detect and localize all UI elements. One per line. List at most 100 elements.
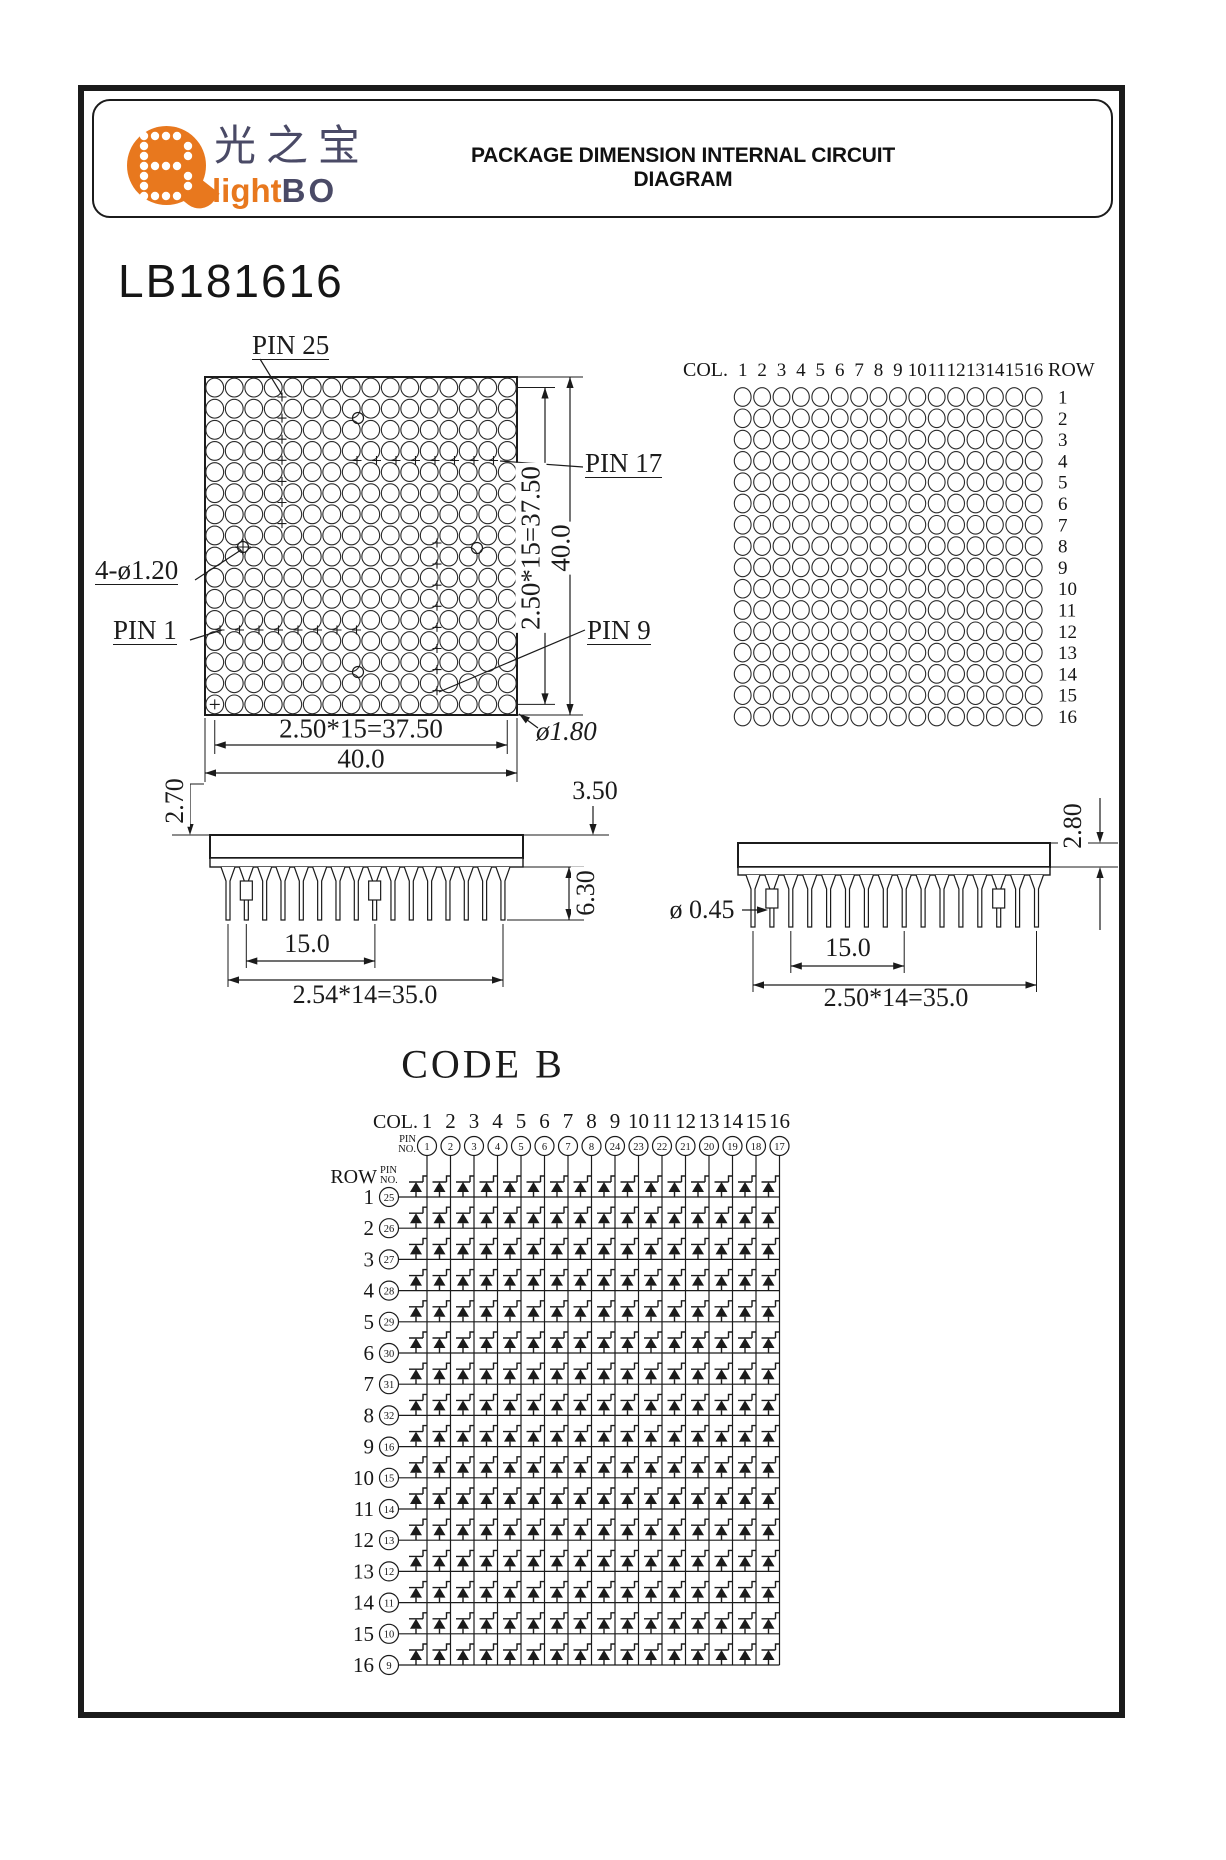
led-symbol: [619, 1580, 640, 1604]
matrix-dot: [439, 631, 459, 651]
matrix-dot: [439, 525, 459, 546]
pattern-dot: [888, 685, 907, 706]
led-symbol: [760, 1268, 781, 1292]
led-symbol: [549, 1206, 569, 1229]
pattern-dot: [947, 642, 966, 663]
anchor-pin-collar: [992, 888, 1006, 909]
led-symbol: [596, 1424, 616, 1448]
pattern-dot: [869, 536, 888, 556]
matrix-dot: [361, 631, 381, 651]
pattern-dot: [791, 387, 810, 407]
led-symbol: [737, 1580, 757, 1604]
pattern-dot: [753, 578, 772, 599]
pattern-dot: [908, 536, 927, 556]
row-number: 12: [1058, 622, 1077, 643]
matrix-dot: [439, 419, 459, 440]
pattern-dot: [791, 557, 810, 578]
row-number: 7: [1058, 515, 1068, 536]
pin: [1010, 874, 1026, 928]
logo-dot: [139, 191, 149, 201]
row-label: ROW: [1048, 359, 1095, 381]
matrix-dot: [205, 441, 225, 461]
led-symbol: [760, 1175, 781, 1198]
led-symbol: [713, 1487, 734, 1510]
pattern-dot: [830, 600, 849, 620]
matrix-dot: [322, 546, 342, 567]
pattern-dot: [888, 387, 907, 407]
matrix-dot: [205, 652, 225, 673]
pattern-dot: [947, 706, 966, 727]
pin-position-mark: [469, 456, 479, 465]
pattern-dot: [830, 472, 849, 493]
matrix-dot: [302, 462, 322, 483]
matrix-dot: [361, 609, 381, 630]
matrix-dot: [400, 694, 420, 715]
matrix-dot: [283, 567, 303, 588]
pin-position-mark: [274, 625, 283, 635]
arrowhead: [565, 867, 573, 878]
led-symbol: [572, 1362, 593, 1385]
led-symbol: [643, 1331, 663, 1354]
pin-position-mark: [277, 519, 287, 529]
matrix-dot: [380, 525, 400, 546]
matrix-dot: [361, 588, 381, 609]
led-symbol: [619, 1268, 640, 1292]
matrix-dot: [283, 694, 303, 715]
row-number: 10: [353, 1466, 374, 1490]
matrix-dot: [283, 441, 303, 461]
pattern-dot: [791, 664, 810, 684]
arrowhead: [496, 741, 508, 749]
row-number: 1: [1058, 388, 1068, 409]
pattern-dot: [850, 493, 869, 514]
matrix-dot: [380, 377, 400, 398]
pattern-dot: [753, 642, 772, 663]
col-number: 13: [699, 1109, 720, 1133]
matrix-dot: [263, 419, 283, 440]
pin: [858, 874, 874, 928]
matrix-dot: [302, 609, 322, 630]
pattern-dot: [985, 557, 1004, 578]
matrix-dot: [478, 631, 498, 651]
led-symbol: [666, 1643, 687, 1666]
led-symbol: [502, 1300, 522, 1323]
led-symbol: [455, 1612, 475, 1635]
pattern-dot: [947, 451, 966, 471]
pattern-dot: [1005, 408, 1024, 429]
led-symbol: [760, 1549, 781, 1573]
matrix-dot: [400, 462, 420, 483]
logo-dot: [150, 161, 160, 171]
matrix-dot: [322, 398, 342, 419]
pattern-dot: [733, 408, 752, 429]
pattern-dot: [927, 536, 946, 556]
led-symbol: [619, 1612, 640, 1635]
pattern-dot: [947, 493, 966, 514]
led-symbol: [596, 1612, 616, 1635]
matrix-dot: [478, 588, 498, 609]
led-symbol: [690, 1456, 710, 1479]
matrix-dot: [458, 567, 478, 588]
led-symbol: [408, 1300, 428, 1323]
matrix-dot: [497, 525, 517, 546]
led-symbol: [408, 1487, 428, 1510]
pin1-label: PIN 1: [113, 615, 177, 646]
pattern-dot: [1005, 642, 1024, 663]
matrix-dot: [361, 441, 381, 461]
matrix-dot: [361, 377, 381, 398]
pattern-dot: [772, 685, 791, 706]
matrix-dot: [302, 419, 322, 440]
matrix-dot: [244, 652, 264, 673]
pin: [257, 866, 273, 921]
led-symbol: [666, 1487, 687, 1510]
matrix-dot: [263, 609, 283, 630]
matrix-dot: [458, 631, 478, 651]
pattern-dot: [791, 621, 810, 642]
pattern-dot: [869, 514, 888, 535]
pattern-dot: [830, 408, 849, 429]
col-number: 6: [539, 1109, 550, 1133]
pin-position-mark: [313, 625, 322, 635]
led-symbol: [431, 1643, 452, 1666]
anchor-pin-collar: [765, 888, 779, 909]
row-number: 3: [364, 1247, 375, 1271]
matrix-dot: [244, 588, 264, 609]
pattern-dot: [1024, 472, 1043, 493]
